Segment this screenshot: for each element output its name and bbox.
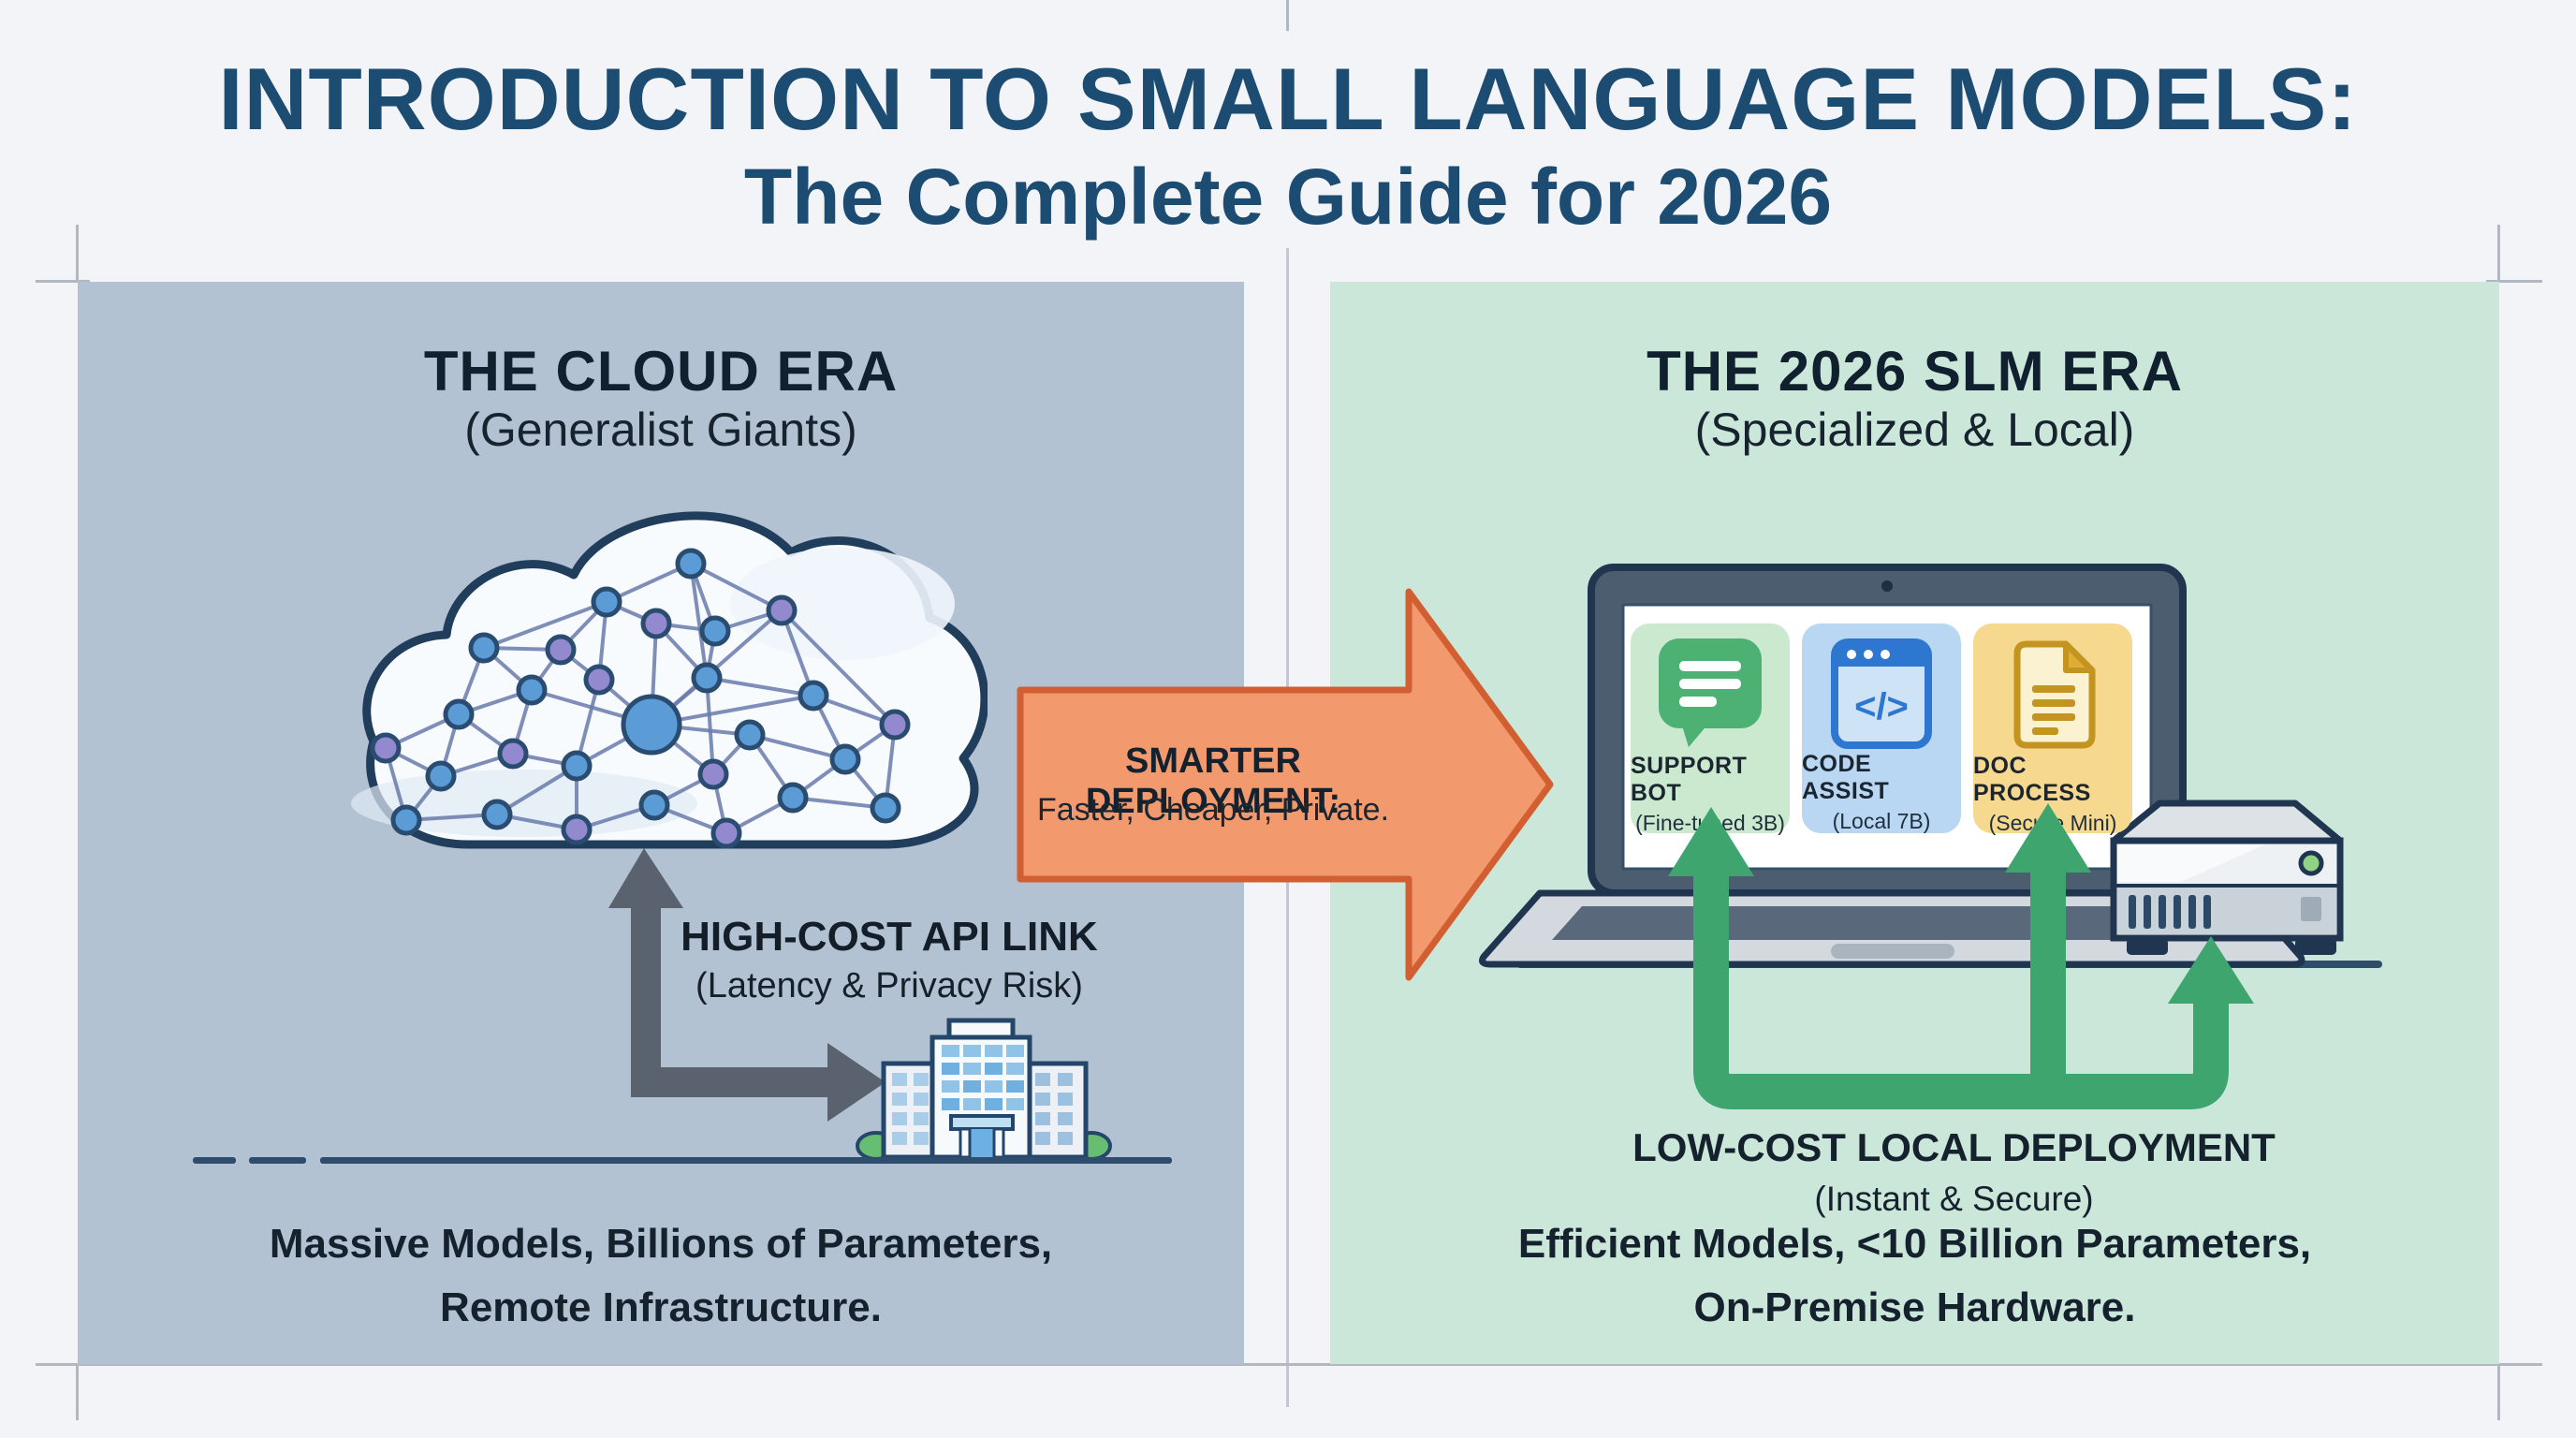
transition-arrow-sublabel: Faster, Cheaper, Private. <box>1036 792 1390 828</box>
network-node <box>697 758 729 790</box>
network-node <box>870 792 901 824</box>
transition-arrow-label: SMARTER DEPLOYMENT: <box>1085 741 1341 821</box>
network-node <box>691 662 723 694</box>
deployment-sublabel: (Instant & Secure) <box>1814 1180 2094 1218</box>
network-node <box>443 698 475 730</box>
api-link-sublabel: (Latency & Privacy Risk) <box>695 966 1083 1005</box>
network-node <box>734 719 766 751</box>
crop-mark <box>2486 280 2542 283</box>
chat-bubble-icon <box>1659 638 1762 751</box>
network-node <box>710 817 742 849</box>
network-node <box>425 760 457 792</box>
network-node <box>481 799 513 830</box>
network-node <box>545 634 577 666</box>
network-node <box>497 738 529 770</box>
card-title: DOC PROCESS <box>1973 753 2091 806</box>
deployment-label: LOW-COST LOCAL DEPLOYMENT <box>1632 1125 2276 1169</box>
cloud-to-building-illustration <box>193 848 1172 1164</box>
slm-era-title: THE 2026 SLM ERA <box>1647 340 2183 403</box>
network-node <box>583 664 615 696</box>
arrow-up-icon <box>2005 803 2091 873</box>
network-node <box>675 548 707 580</box>
cloud-era-summary-line1: Massive Models, Billions of Parameters, <box>269 1221 1053 1267</box>
network-node <box>468 632 500 664</box>
network-node <box>829 743 861 775</box>
card-subtitle: (Local 7B) <box>1832 809 1931 833</box>
crop-mark <box>2497 1363 2500 1420</box>
slm-era-summary-line2: On-Premise Hardware. <box>1693 1284 2136 1330</box>
slm-era-summary-line1: Efficient Models, <10 Billion Parameters… <box>1517 1221 2312 1267</box>
cloud-era-summary-line2: Remote Infrastructure. <box>440 1284 882 1330</box>
crop-mark <box>1286 0 1289 31</box>
server-vents <box>2129 895 2211 929</box>
building-icon <box>856 1018 1112 1161</box>
crop-mark <box>76 1363 79 1420</box>
crop-mark <box>76 225 79 283</box>
trackpad <box>1831 944 1954 959</box>
ground-line-left <box>193 1157 1172 1164</box>
network-node <box>561 750 593 782</box>
code-window-icon: </> <box>1831 638 1932 749</box>
network-node <box>561 814 593 845</box>
card-code-assist: </> CODE ASSIST (Local 7B) <box>1802 624 1961 833</box>
server-icon <box>2110 800 2344 955</box>
network-node <box>640 608 672 639</box>
network-node <box>879 709 911 741</box>
network-node <box>798 680 829 712</box>
slm-era-subtitle: (Specialized & Local) <box>1694 404 2135 456</box>
api-link-arrow-icon <box>608 848 886 1122</box>
network-node <box>638 789 670 821</box>
network-node <box>699 615 731 647</box>
crop-mark <box>36 1363 2542 1366</box>
webcam-icon <box>1881 580 1893 592</box>
neural-network-graph <box>370 548 911 849</box>
local-deployment-arrows <box>1668 803 2254 1109</box>
network-node <box>370 732 402 764</box>
card-support-bot: SUPPORT BOT (Fine-tuned 3B) <box>1631 624 1790 835</box>
cloud-icon <box>351 511 988 849</box>
card-title: CODE ASSIST <box>1802 751 1890 804</box>
cloud-era-subtitle: (Generalist Giants) <box>464 404 857 456</box>
network-node <box>777 782 809 814</box>
network-node <box>621 694 682 756</box>
network-node <box>390 804 422 836</box>
arrow-up-icon <box>2168 936 2254 1004</box>
arrow-up-icon <box>1668 807 1754 876</box>
card-title: SUPPORT BOT <box>1631 753 1748 806</box>
page-title: INTRODUCTION TO SMALL LANGUAGE MODELS: <box>218 50 2358 148</box>
card-doc-process: DOC PROCESS (Secure Mini) <box>1973 624 2132 835</box>
crop-mark <box>36 280 90 283</box>
cloud-era-title: THE CLOUD ERA <box>423 340 899 403</box>
transition-arrow-icon <box>1017 588 1554 981</box>
page-subtitle: The Complete Guide for 2026 <box>743 153 1833 241</box>
network-node <box>591 586 622 618</box>
network-node <box>516 674 548 706</box>
document-icon <box>2006 638 2100 751</box>
power-led-icon <box>2298 850 2324 876</box>
svg-text:</>: </> <box>1854 686 1909 727</box>
crop-mark <box>2497 225 2500 283</box>
network-node <box>766 594 798 626</box>
api-link-label: HIGH-COST API LINK <box>681 914 1098 960</box>
